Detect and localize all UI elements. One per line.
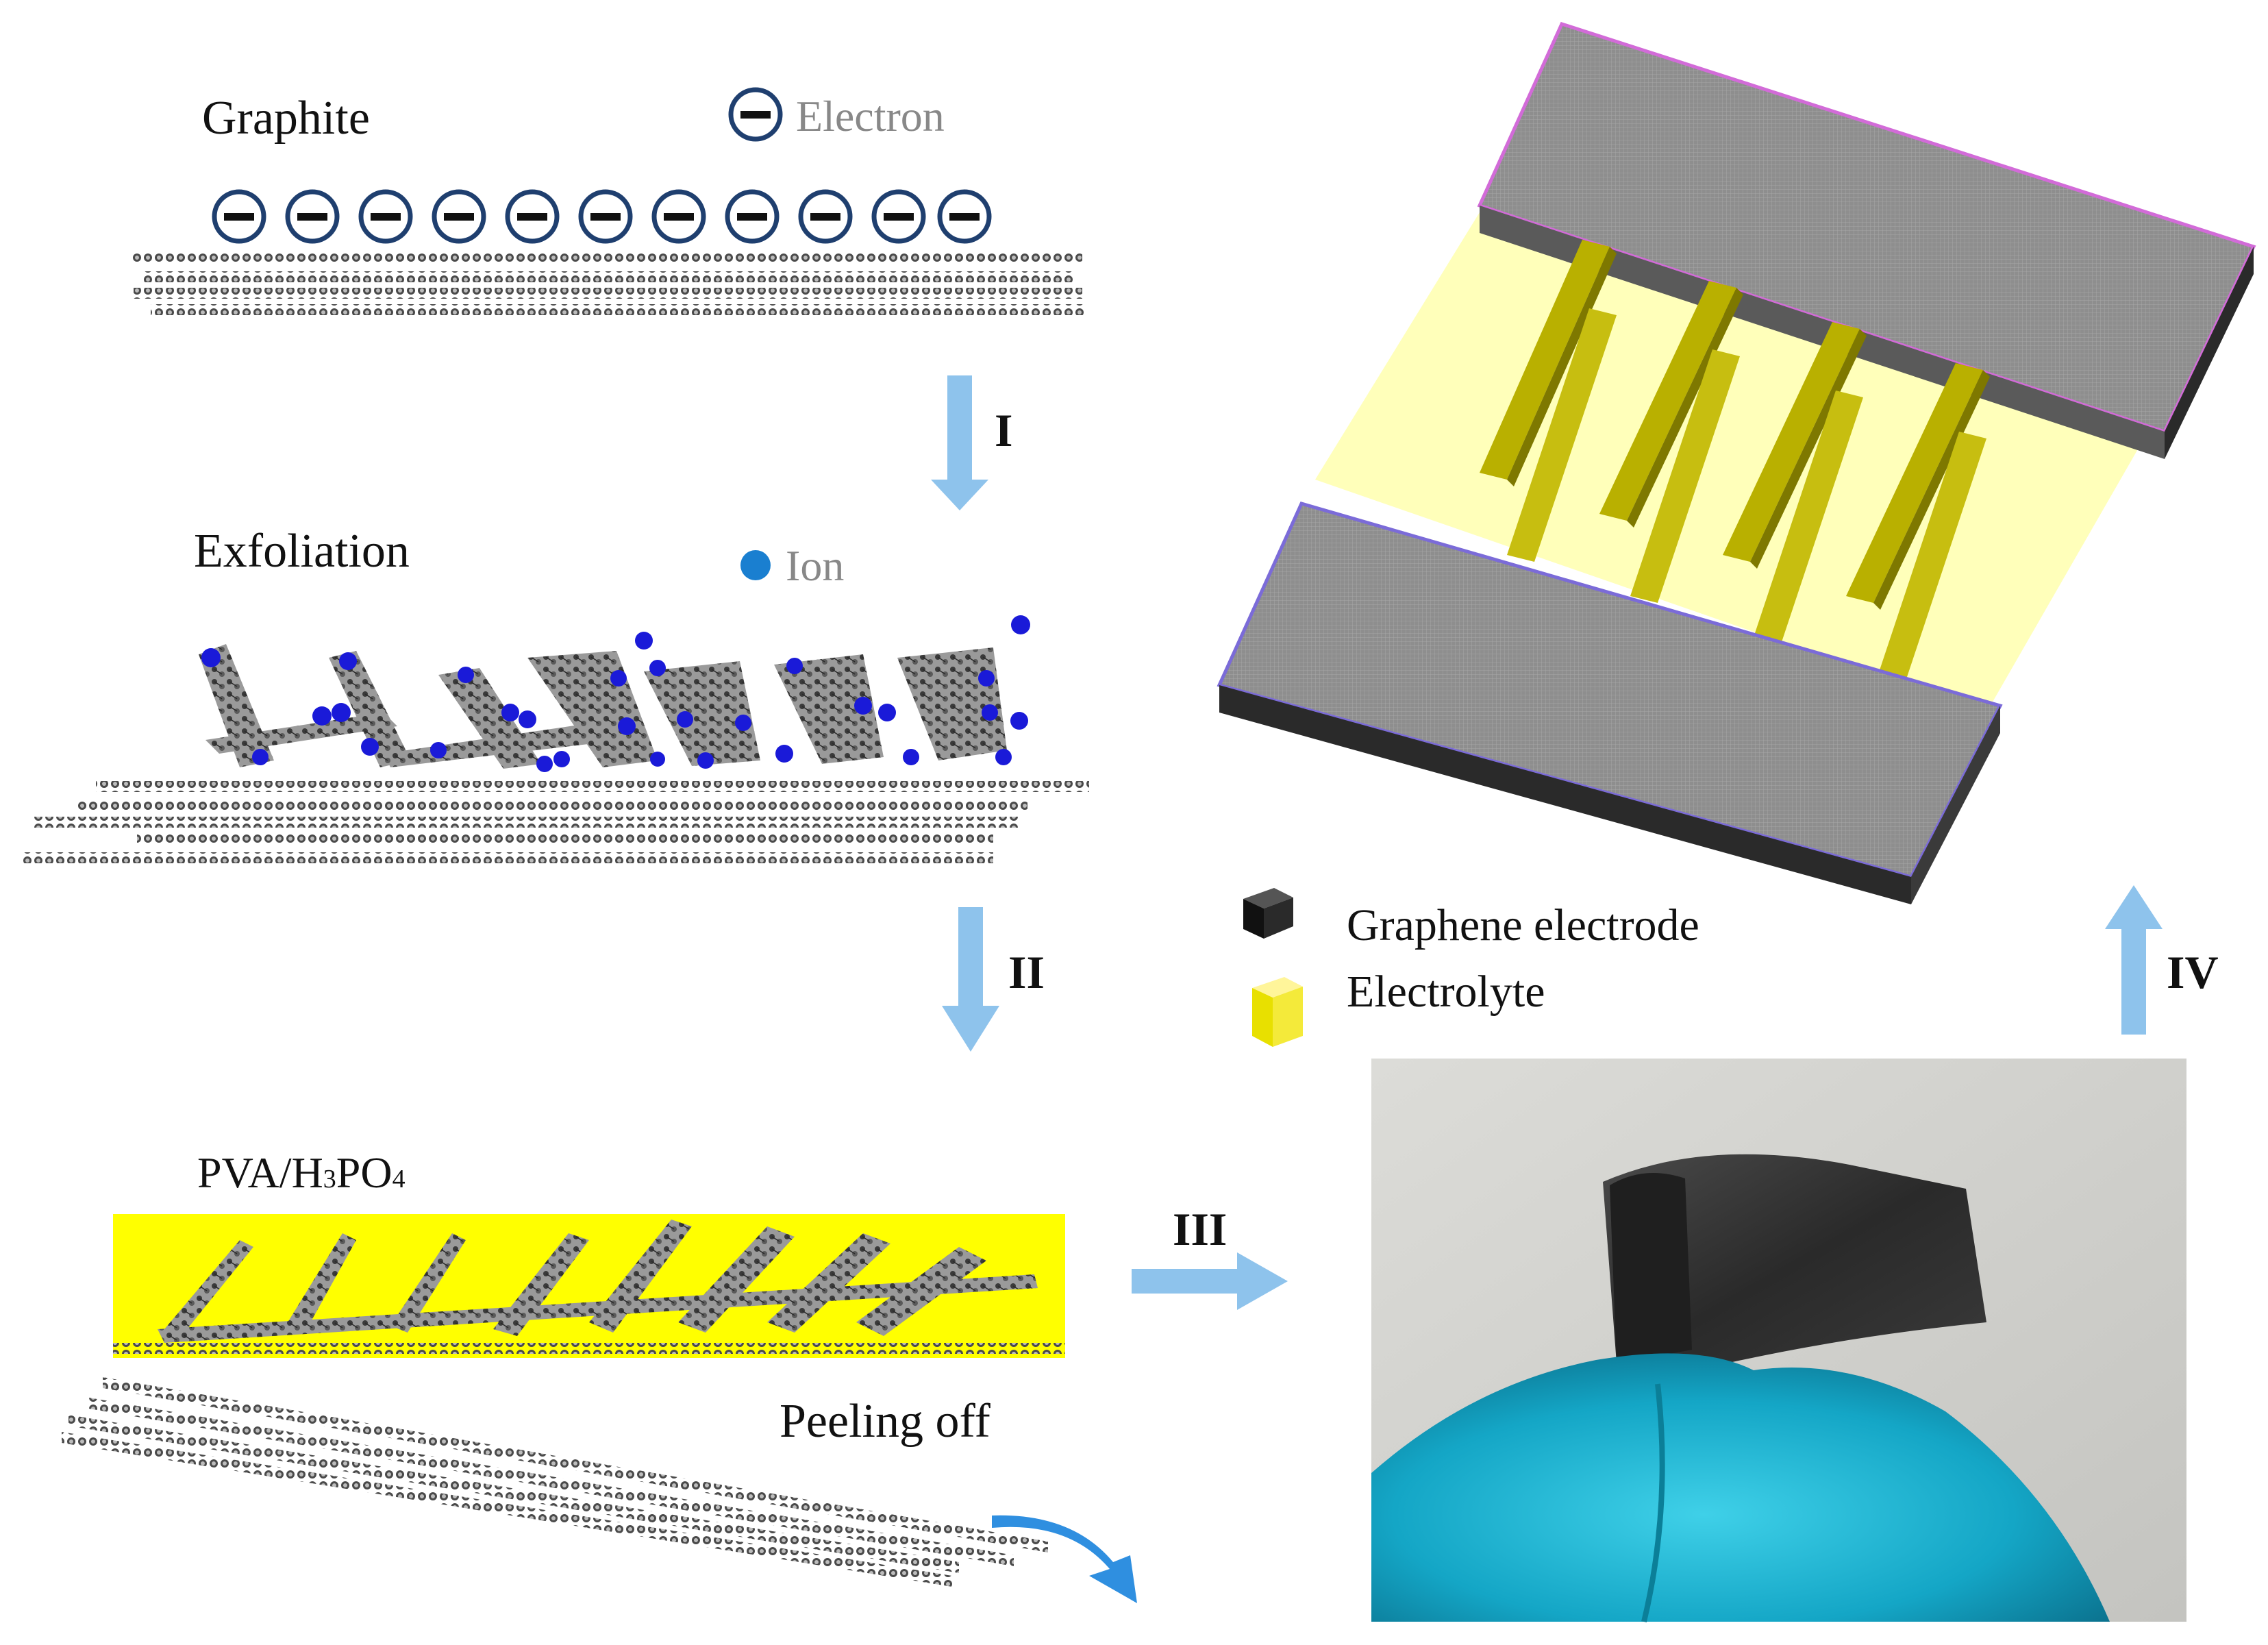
electron-icon: [285, 189, 340, 244]
electron-icon: [432, 189, 486, 244]
exfoliated-sheets: [199, 644, 1007, 769]
electron-icon: [798, 189, 853, 244]
peeled-layers: [62, 1377, 1048, 1587]
pva-text-mid: PO: [336, 1148, 392, 1197]
electron-icon: [651, 189, 706, 244]
electron-icon: [725, 189, 780, 244]
graphite-label: Graphite: [202, 92, 370, 145]
peeling-off-label: Peeling off: [780, 1395, 990, 1448]
step-arrow-iii: [1132, 1252, 1288, 1310]
legend-electrolyte: Electrolyte: [1347, 967, 1545, 1017]
electron-icon: [358, 189, 413, 244]
graphite-base-layers: [21, 781, 1089, 863]
pva-panel: [113, 1214, 1065, 1358]
micro-supercapacitor-device: [1217, 21, 2256, 904]
ion-icon: [740, 550, 771, 580]
electron-icon: [505, 189, 560, 244]
graphite-layers: [130, 253, 1086, 315]
exfoliation-label: Exfoliation: [194, 525, 410, 578]
step-label-iii: III: [1173, 1203, 1228, 1255]
electron-icon: [578, 189, 633, 244]
finger-electrodes: [1480, 240, 1990, 685]
pva-label: PVA/H3PO4: [197, 1151, 406, 1195]
pva-text-main: PVA/H: [197, 1148, 323, 1197]
step-arrow-i: [931, 375, 988, 510]
electron-icon: [212, 189, 266, 244]
step-label-ii: II: [1008, 946, 1045, 998]
embedded-sheets: [158, 1220, 1038, 1343]
electron-icon: [728, 87, 783, 142]
electrolyte-cube-icon: [1252, 977, 1303, 1047]
ion-legend-label: Ion: [786, 541, 845, 590]
peel-arrow: [992, 1515, 1137, 1603]
pva-sub-3: 3: [323, 1165, 336, 1193]
electron-icon: [871, 189, 926, 244]
device-photo: [1371, 1059, 2186, 1622]
step-label-i: I: [995, 404, 1013, 456]
step-arrow-iv: [2105, 885, 2163, 1035]
electron-legend-label: Electron: [796, 92, 945, 140]
graphite-panel: [130, 189, 1086, 315]
electron-icon: [937, 189, 992, 244]
pva-sub-4: 4: [392, 1165, 406, 1193]
electrode-cube-icon: [1243, 888, 1293, 939]
step-arrow-ii: [942, 907, 999, 1052]
electron-row: [212, 189, 992, 244]
exfoliation-panel: [21, 615, 1089, 863]
legend-graphene-electrode: Graphene electrode: [1347, 900, 1699, 950]
ions: [201, 615, 1030, 772]
step-label-iv: IV: [2167, 946, 2219, 998]
